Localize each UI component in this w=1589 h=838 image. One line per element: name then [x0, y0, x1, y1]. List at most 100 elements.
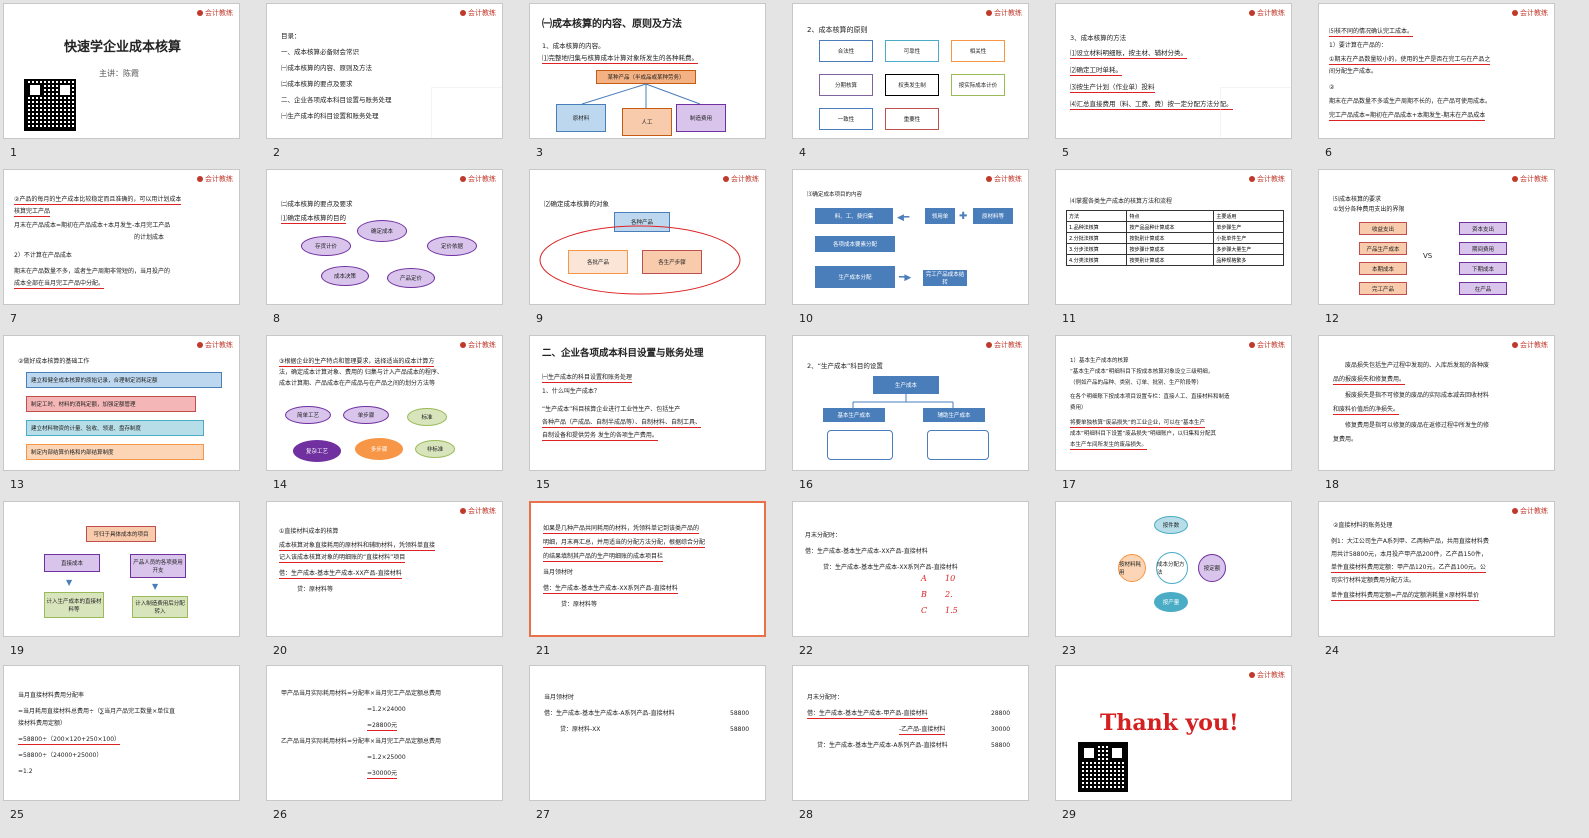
slide-thumbnail[interactable]: 会计教练 ⑸核不同的情况确认完工成本。 1）要计算在产品的： ①期末在产品数量较…	[1315, 0, 1578, 164]
principle-box: 重要性	[885, 108, 939, 130]
slide-thumbnail[interactable]: 当月直接材料费用分配率 =当月耗用直接材料总费用÷（∑当月产品完工数量×单位直 …	[0, 662, 263, 826]
text-line: ㈡成本核算的要点及要求	[281, 80, 353, 88]
slide-thumbnail[interactable]: 会计教练 ⑶确定成本项目的内容 料、工、费归集 ◀━ 领用单 ✚ 原材料等 各项…	[789, 166, 1052, 330]
text-line: 贷：生产成本-基本生产成本-A系列产品-直接材料	[817, 742, 948, 749]
slide-number: 3	[536, 146, 543, 159]
bar-item: 建立材料物资的计量、验收、领退、盘存制度	[26, 420, 204, 436]
tree-lines	[852, 394, 954, 408]
slide-thumbnail[interactable]: 会计教练 2、“生产成本”科目的设置 生产成本 基本生产成本 辅助生产成本 16	[789, 332, 1052, 496]
method-ellipse: 按件数	[1154, 516, 1188, 534]
flow-box: 生产成本分配	[815, 266, 895, 288]
text-line: 完工产品成本=期初在产品成本+本期发生-期末在产品成本	[1329, 112, 1486, 122]
slide-thumbnail[interactable]: 会计教练 ③根据企业的生产特点和管理要求，选择适当的成本计算方 法，确定成本计算…	[263, 332, 526, 496]
slide-thumbnail[interactable]: 甲产品当月实际耗用材料=分配率×当月完工产品定额总费用 =1.2×24000 =…	[263, 662, 526, 826]
text-line: 的计划成本	[134, 234, 165, 241]
flow-box: 可归于具体成本的项目	[86, 526, 156, 542]
amount: 28800	[991, 710, 1011, 717]
diagram-box: 各生产步骤	[642, 250, 702, 274]
slide-number: 7	[10, 312, 17, 325]
right-box: 下期成本	[1459, 262, 1507, 275]
text-line: 目录：	[281, 32, 301, 40]
slide-thumbnail[interactable]: 会计教练 快速学企业成本核算 主讲：陈霞 1	[0, 0, 263, 164]
brand-logo: 会计教练	[460, 8, 496, 18]
goal-ellipse: 确定成本	[357, 220, 407, 242]
text-line: ⑸核不同的情况确认完工成本。	[1329, 28, 1414, 38]
brand-logo: 会计教练	[986, 174, 1022, 184]
text-line: =1.2×25000	[367, 754, 406, 761]
slide-thumbnail[interactable]: 可归于具体成本的项目 直接成本 产品人员的各项费用开支 ▼ ▼ 计入生产成本的直…	[0, 498, 263, 662]
text-line: =30000元	[367, 770, 398, 780]
text-line: 成本计算期、产品成本在产成品与在产品之间的划分方法等	[279, 380, 436, 387]
text-line: 成本核算对象直接耗用的原材料和辅助材料，凭领料单直接	[279, 542, 436, 552]
slide-thumbnail[interactable]: 会计教练 废品损失包括生产过程中发现的、入库后发现的各种废 品的报废损失和修复费…	[1315, 332, 1578, 496]
arrow-left-icon: ◀━	[897, 213, 910, 223]
slide-number: 4	[799, 146, 806, 159]
principle-box: 按实际成本计价	[951, 74, 1005, 96]
text-line: =1.2×24000	[367, 706, 406, 713]
text-line: ⑷汇总直接费用（料、工费、费）按一定分配方法分配。	[1070, 100, 1233, 110]
slide-thumbnail[interactable]: 会计教练 ⑸成本核算的要求 ①划分各种费用支出的界限 收益支出 产品生产成本 本…	[1315, 166, 1578, 330]
slide-thumbnail[interactable]: 会计教练 ②产品的每月的生产成本比较稳定而且准确的，可以用计划成本 核算完工产品…	[0, 166, 263, 330]
brand-logo: 会计教练	[1512, 8, 1548, 18]
text-line: =1.2	[18, 768, 33, 775]
slide-thumbnail[interactable]: 会计教练 3、成本核算的方法 ⑴设立材料明细账，按主材、辅材分类。 ⑵确定工时单…	[1052, 0, 1315, 164]
slide-thumbnail[interactable]: 会计教练 ②直接材料的账务处理 例1：大江公司生产A系列甲、乙两种产品，共用直接…	[1315, 498, 1578, 662]
slide-number: 10	[799, 312, 813, 325]
slide-thumbnail[interactable]: 月末分配时： 借：生产成本-基本生产成本-XX产品-直接材料 贷：生产成本-基本…	[789, 498, 1052, 662]
slide-number: 28	[799, 808, 813, 821]
type-ellipse: 多步骤	[355, 438, 403, 460]
text-line: 借：生产成本-基本生产成本-XX产品-直接材料	[279, 570, 402, 580]
text-line: ⑴设立材料明细账，按主材、辅材分类。	[1070, 49, 1187, 59]
slide-thumbnail[interactable]: 月末分配时： 借：生产成本-基本生产成本-甲产品-直接材料 28800 -乙产品…	[789, 662, 1052, 826]
slide-number: 24	[1325, 644, 1339, 657]
ink-annotation: C	[921, 606, 928, 615]
slide-thumbnail[interactable]: 会计教练 1）基本生产成本的核算 “基本生产成本”明细科目下按成本核算对象设立三…	[1052, 332, 1315, 496]
slide-thumbnail[interactable]: 会计教练 Thank you! 29	[1052, 662, 1315, 826]
slide-number: 19	[10, 644, 24, 657]
slide-thumbnail[interactable]: 会计教练 ⑷掌握各类生产成本的核算方法和流程 方法特点主要适用 1.品种法核算按…	[1052, 166, 1315, 330]
text-line: 记入该成本核算对象的明细账的“直接材料”项目	[279, 554, 406, 564]
slide-thumbnail[interactable]: 当月领材时 借：生产成本-基本生产成本-A系列产品-直接材料 58800 贷：原…	[526, 662, 789, 826]
text-line: 品的报废损失和修复费用。	[1333, 376, 1406, 386]
callout-box	[827, 430, 893, 460]
slide-number: 22	[799, 644, 813, 657]
slide-number: 20	[273, 644, 287, 657]
vs-label: VS	[1423, 252, 1433, 260]
slide-number: 15	[536, 478, 550, 491]
type-ellipse: 单步骤	[343, 406, 389, 424]
qr-code-icon	[24, 79, 76, 131]
text-line: 各种产品（产成品、自制半成品等）、自制材料、自制工具、	[542, 419, 702, 429]
slide-thumbnail[interactable]: 会计教练 2、成本核算的原则 合法性 可靠性 相关性 分期核算 权责发生制 按实…	[789, 0, 1052, 164]
slide-number: 5	[1062, 146, 1069, 159]
slide-number: 9	[536, 312, 543, 325]
brand-logo: 会计教练	[197, 340, 233, 350]
amount: 58800	[991, 742, 1011, 749]
slide-thumbnail[interactable]: 会计教练 ②做好成本核算的基础工作 建立和健全成本核算的原始记录，合理制定消耗定…	[0, 332, 263, 496]
slide-thumbnail[interactable]: 会计教练 目录： 一、成本核算必备财会常识 ㈠成本核算的内容、原则及方法 ㈡成本…	[263, 0, 526, 164]
diagram-box: 各种产品	[614, 212, 670, 232]
slide-thumbnail[interactable]: ㈠成本核算的内容、原则及方法 1、成本核算的内容。 ⑴完整地归集与核算成本计算对…	[526, 0, 789, 164]
goal-ellipse: 存货计价	[301, 236, 351, 256]
bar-item: 制定工时、材料的消耗定额，加强定额管理	[26, 396, 196, 412]
principle-box: 相关性	[951, 40, 1005, 62]
slide-thumbnail[interactable]: 会计教练 ㈡成本核算的要点及要求 ⑴确定成本核算的目的 确定成本 存货计价 定价…	[263, 166, 526, 330]
text-line: 2）不计算在产品成本	[14, 252, 72, 259]
presenter: 主讲：陈霞	[99, 69, 139, 78]
text-line: ⑶确定成本项目的内容	[807, 192, 863, 198]
slide-thumbnail[interactable]: 二、企业各项成本科目设置与账务处理 ㈠生产成本的科目设置和账务处理 1、什么叫生…	[526, 332, 789, 496]
text-line: ②做好成本核算的基础工作	[18, 358, 90, 365]
text-line: 报废损失是指不可修复的废品的实际成本减去回收材料	[1345, 392, 1490, 399]
slide-thumbnail[interactable]: 会计教练 ①直接材料成本的核算 成本核算对象直接耗用的原材料和辅助材料，凭领料单…	[263, 498, 526, 662]
type-ellipse: 简单工艺	[285, 406, 331, 424]
account-box: 基本生产成本	[823, 408, 885, 422]
text-line: 单件直接材料费用定额：甲产品120元，乙产品100元。公	[1331, 564, 1486, 574]
slide-thumbnail[interactable]: 会计教练 ⑵确定成本核算的对象 各种产品 各批产品 各生产步骤 9	[526, 166, 789, 330]
goal-ellipse: 产品定价	[387, 268, 435, 288]
text-line: “生产成本”科目核算企业进行工业性生产、包括生产	[542, 406, 681, 413]
text-line: 法，确定成本计算对象、费用的 归集与计入产品成本的程序、	[279, 369, 443, 376]
slide-thumbnail-selected[interactable]: 如果是几种产品共同耗用的材料，凭领料单记到该类产品的 明细，月末再汇总，并用适当…	[526, 498, 789, 662]
text-line: 成本”明细科目下设置“废品损失”明细账户，以归集和分配其	[1070, 431, 1217, 437]
text-line: 借：生产成本-基本生产成本-甲产品-直接材料	[807, 710, 928, 720]
slide-thumbnail[interactable]: 按件数 按材料耗用 按定额 按产量 成本分配方法 23	[1052, 498, 1315, 662]
